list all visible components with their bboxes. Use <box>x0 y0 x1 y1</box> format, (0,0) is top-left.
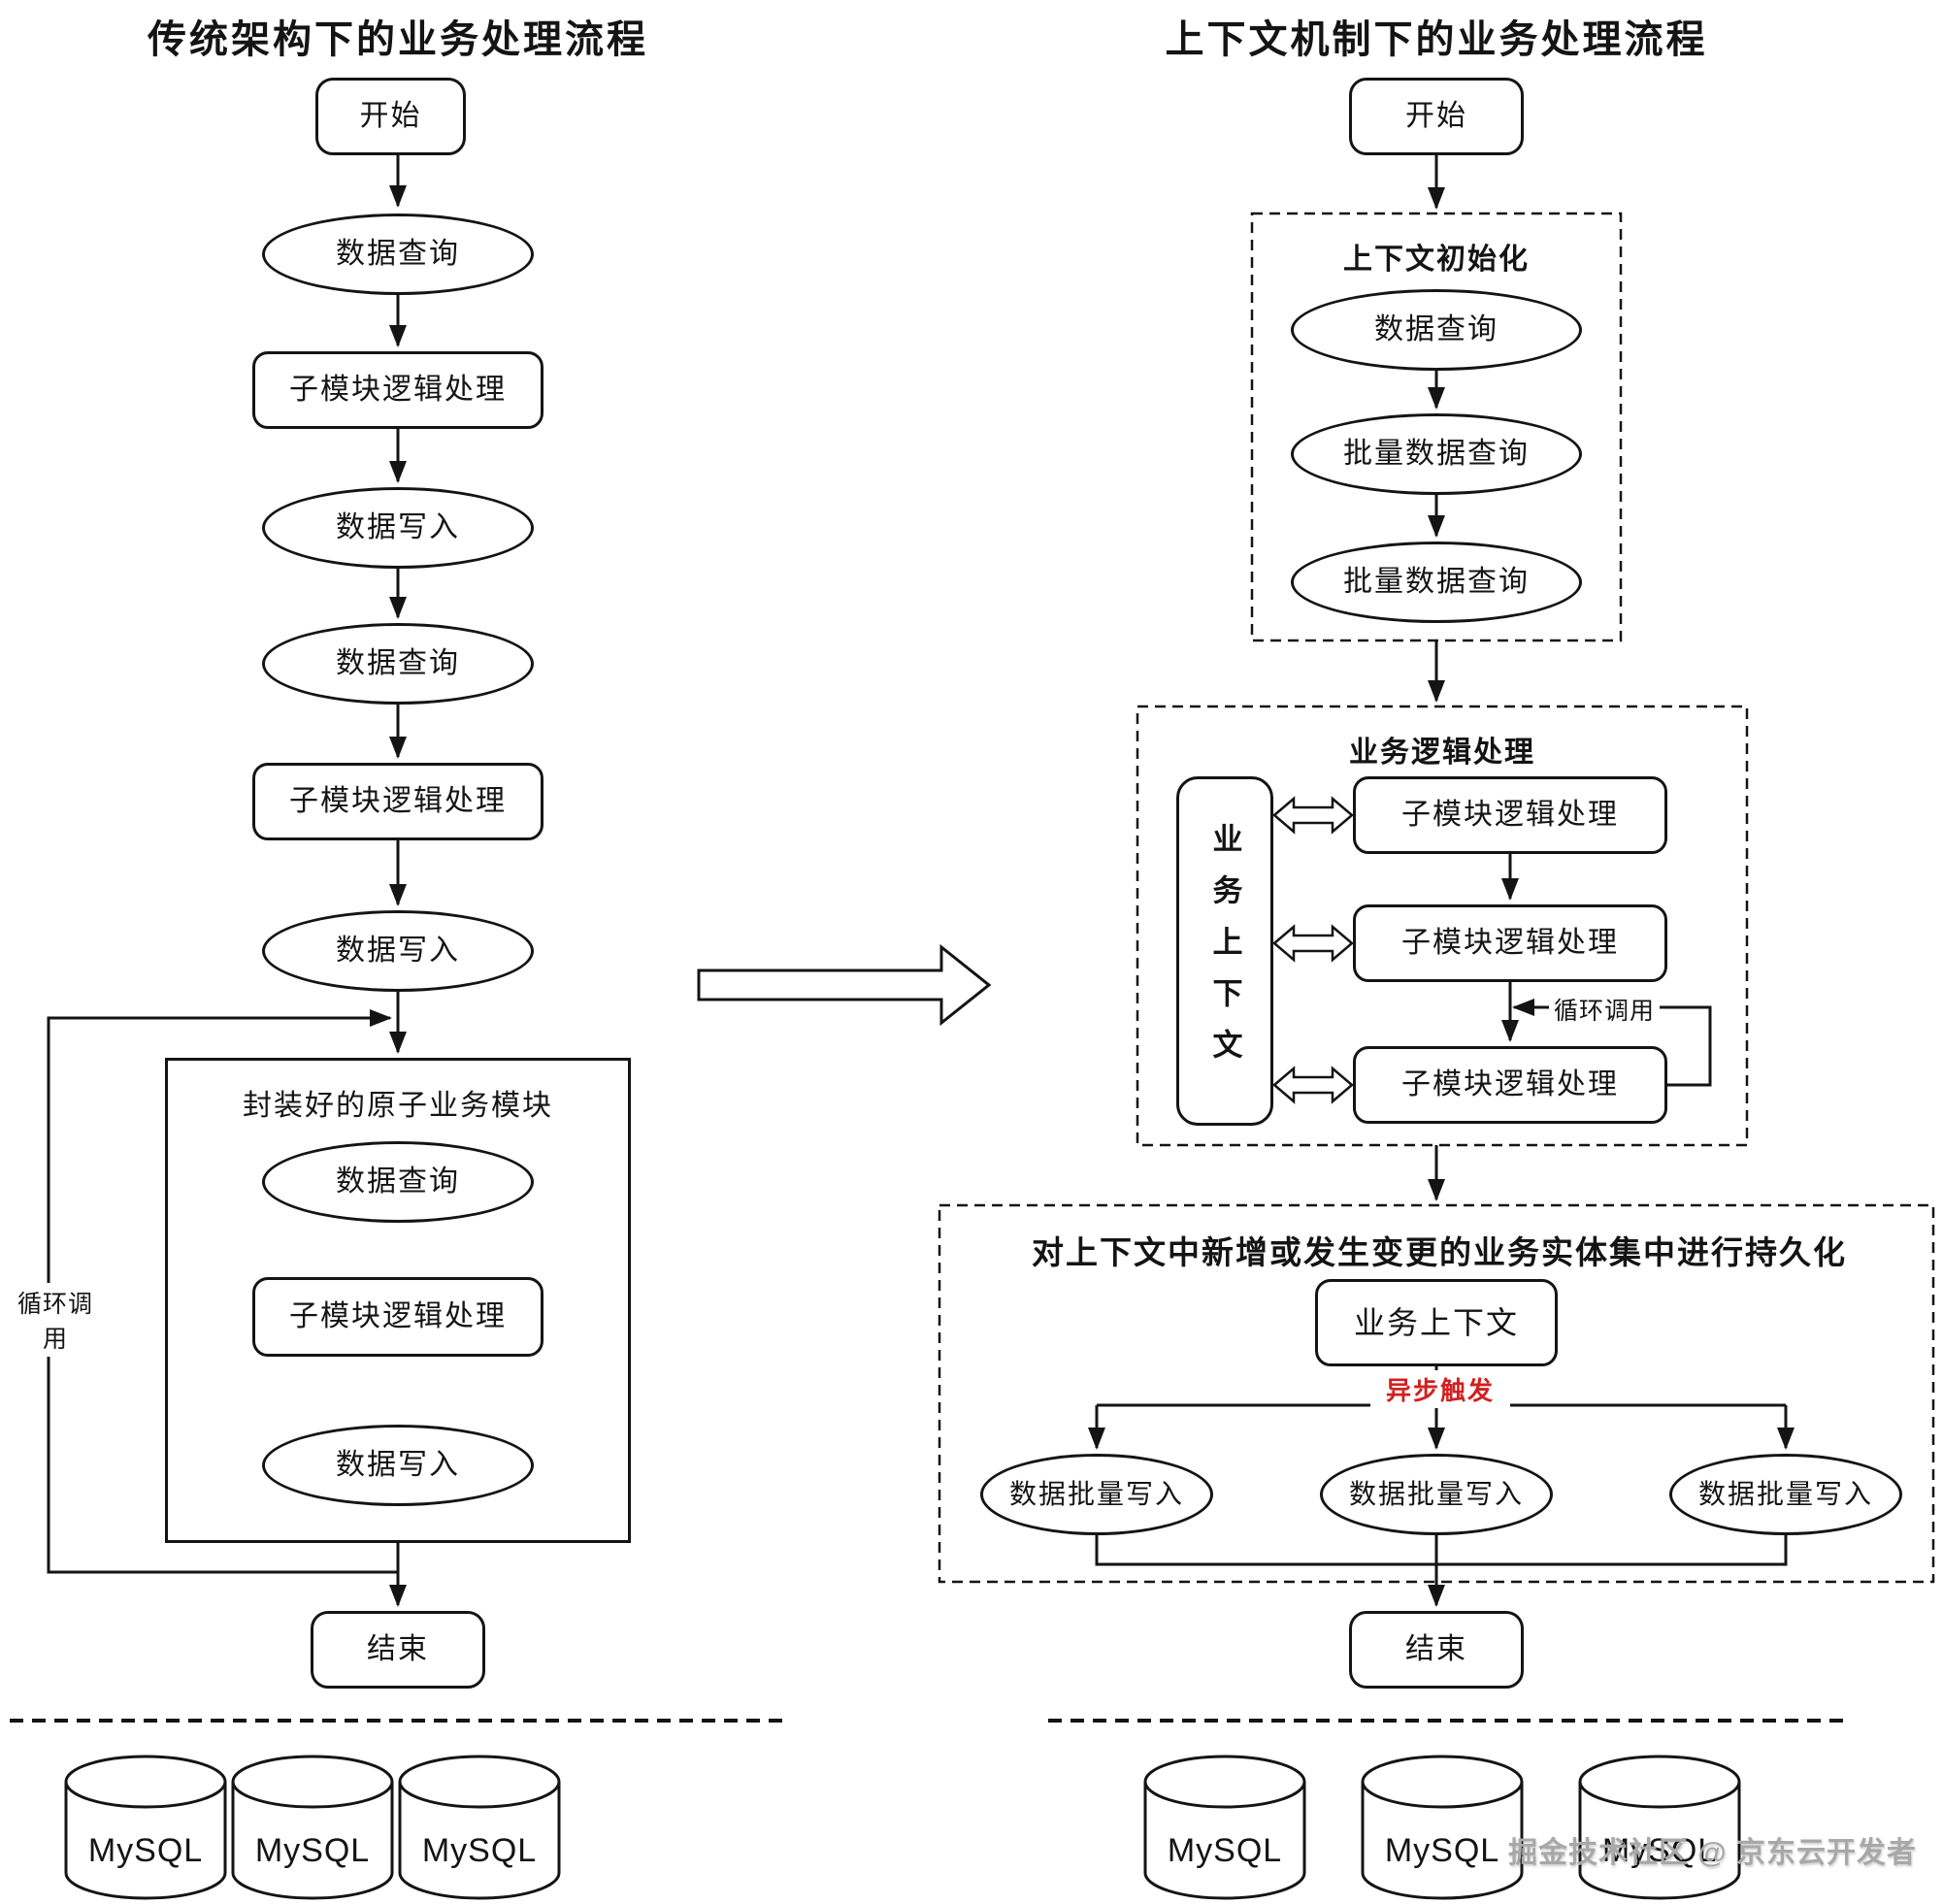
transition-arrow <box>697 943 992 1027</box>
left-step-data-write-2: 数据写入 <box>262 910 534 992</box>
left-flow-title: 传统架构下的业务处理流程 <box>148 18 648 61</box>
bidirectional-arrow-icon <box>1272 925 1354 962</box>
persistence-business-context-node: 业务上下文 <box>1315 1279 1558 1366</box>
batch-write-ellipse-3: 数据批量写入 <box>1669 1454 1902 1535</box>
left-end-node: 结束 <box>311 1611 485 1689</box>
logic-module-1: 子模块逻辑处理 <box>1353 776 1667 854</box>
batch-write-ellipse-1: 数据批量写入 <box>980 1454 1213 1535</box>
left-step-submodule-process-2: 子模块逻辑处理 <box>252 763 543 840</box>
atomic-module-box-title: 封装好的原子业务模块 <box>243 1090 553 1122</box>
left-step-data-query-1: 数据查询 <box>262 213 534 295</box>
right-start-node: 开始 <box>1349 78 1524 155</box>
left-loop-call-label: 循环调用 <box>4 1283 107 1357</box>
bidirectional-arrow-icon <box>1272 1067 1354 1103</box>
left-start-node: 开始 <box>315 78 466 155</box>
persistence-group-title: 对上下文中新增或发生变更的业务实体集中进行持久化 <box>1032 1234 1847 1270</box>
database-cylinder-icon <box>1143 1755 1306 1900</box>
business-context-vertical-label: 业务上下文 <box>1207 822 1242 1080</box>
business-logic-group-border <box>1136 705 1749 1147</box>
database-cylinder-icon <box>231 1755 394 1900</box>
database-cylinder-icon <box>64 1755 227 1900</box>
left-step-data-write-1: 数据写入 <box>262 487 534 569</box>
database-cylinder-icon <box>1361 1755 1524 1900</box>
init-step-data-query: 数据查询 <box>1291 289 1582 371</box>
context-init-group-title: 上下文初始化 <box>1343 244 1530 276</box>
watermark: 掘金技术社区 @ 京东云开发者 <box>1508 1837 1917 1869</box>
database-cylinder-icon <box>398 1755 561 1900</box>
business-context-vertical-box: 业务上下文 <box>1176 776 1273 1126</box>
dashed-group-borders <box>938 212 1935 1584</box>
bidirectional-arrow-icon <box>1272 797 1354 834</box>
context-init-group-border <box>1250 212 1623 642</box>
persistence-group-border <box>938 1203 1935 1584</box>
business-logic-group-title: 业务逻辑处理 <box>1349 737 1535 769</box>
batch-write-ellipse-2: 数据批量写入 <box>1320 1454 1553 1535</box>
left-step-data-query-2: 数据查询 <box>262 623 534 705</box>
logic-module-2: 子模块逻辑处理 <box>1353 904 1667 982</box>
left-mysql-label-2: MySQL <box>254 1832 371 1869</box>
left-mysql-label-3: MySQL <box>421 1832 538 1869</box>
right-loop-call-label: 循环调用 <box>1549 990 1660 1029</box>
atomic-step-data-query: 数据查询 <box>262 1141 534 1223</box>
database-cylinder-icon <box>1578 1755 1741 1900</box>
init-step-batch-query-2: 批量数据查询 <box>1291 542 1582 623</box>
right-mysql-label-3: MySQL <box>1601 1832 1718 1869</box>
left-step-submodule-process-1: 子模块逻辑处理 <box>252 351 543 429</box>
right-flow-title: 上下文机制下的业务处理流程 <box>1165 18 1708 61</box>
logic-module-3: 子模块逻辑处理 <box>1353 1046 1667 1124</box>
right-end-node: 结束 <box>1349 1611 1524 1689</box>
right-mysql-label-1: MySQL <box>1167 1832 1283 1869</box>
atomic-step-data-write: 数据写入 <box>262 1425 534 1506</box>
left-mysql-label-1: MySQL <box>87 1832 204 1869</box>
atomic-step-submodule-process: 子模块逻辑处理 <box>252 1277 543 1357</box>
database-cylinders <box>64 1755 1741 1900</box>
async-trigger-label: 异步触发 <box>1370 1370 1510 1408</box>
init-step-batch-query-1: 批量数据查询 <box>1291 413 1582 495</box>
right-mysql-label-2: MySQL <box>1384 1832 1500 1869</box>
bidirectional-arrows <box>1272 797 1354 1103</box>
